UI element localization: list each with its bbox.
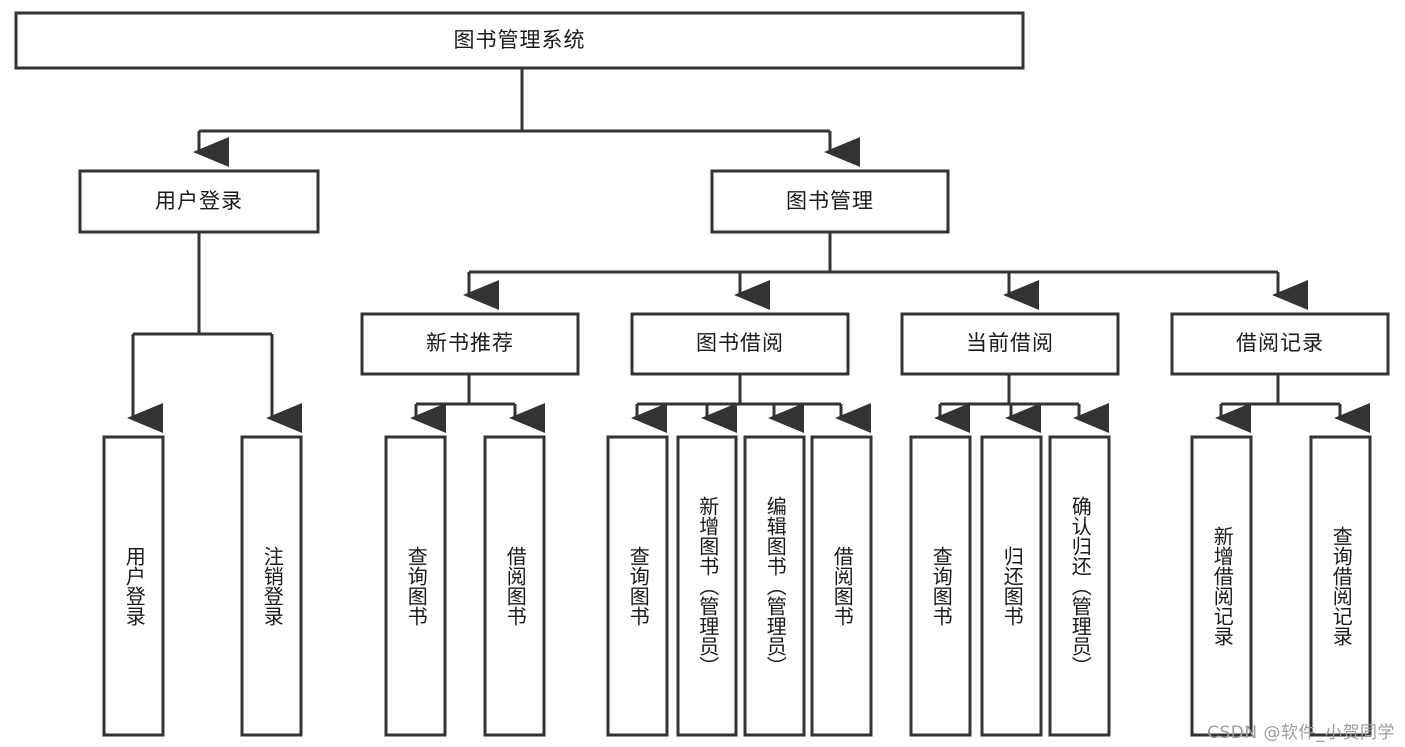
node-box-leaf-borrow-query-book[interactable]	[606, 435, 669, 737]
connector-user-login-to-leaves	[127, 232, 302, 433]
connector-current-borrow-to-leaves	[934, 374, 1109, 433]
node-box-leaf-rec-add-record[interactable]	[1190, 435, 1253, 737]
connector-borrow-record-to-leaves	[1215, 374, 1370, 433]
connector-new-book-rec-to-leaves	[410, 374, 545, 433]
node-box-current-borrow[interactable]	[900, 312, 1120, 376]
node-box-leaf-cur-query-book[interactable]	[909, 435, 972, 737]
node-box-root[interactable]	[14, 11, 1025, 70]
node-box-leaf-cur-confirm-return[interactable]	[1048, 435, 1111, 737]
node-boxes	[14, 11, 1390, 737]
connector-book-borrow-to-leaves	[631, 374, 871, 433]
connector-book-manage-to-level3	[463, 232, 1308, 310]
node-box-leaf-user-login[interactable]	[102, 435, 165, 737]
node-box-leaf-borrow-add-book[interactable]	[676, 435, 738, 737]
node-box-leaf-cur-return-book[interactable]	[980, 435, 1043, 737]
node-box-leaf-rec-borrow-book[interactable]	[483, 435, 546, 737]
node-box-leaf-borrow-borrow-book[interactable]	[810, 435, 873, 737]
node-box-book-manage[interactable]	[710, 169, 950, 234]
node-box-leaf-rec-query-record[interactable]	[1309, 435, 1372, 737]
node-box-leaf-borrow-edit-book[interactable]	[743, 435, 806, 737]
connector-root-to-level2	[193, 68, 860, 167]
node-box-leaf-rec-query-book[interactable]	[384, 435, 447, 737]
node-box-leaf-user-logout[interactable]	[240, 435, 303, 737]
node-box-book-borrow[interactable]	[630, 312, 850, 376]
node-box-borrow-record[interactable]	[1170, 312, 1390, 376]
node-box-new-book-rec[interactable]	[360, 312, 580, 376]
node-box-user-login[interactable]	[78, 169, 320, 234]
